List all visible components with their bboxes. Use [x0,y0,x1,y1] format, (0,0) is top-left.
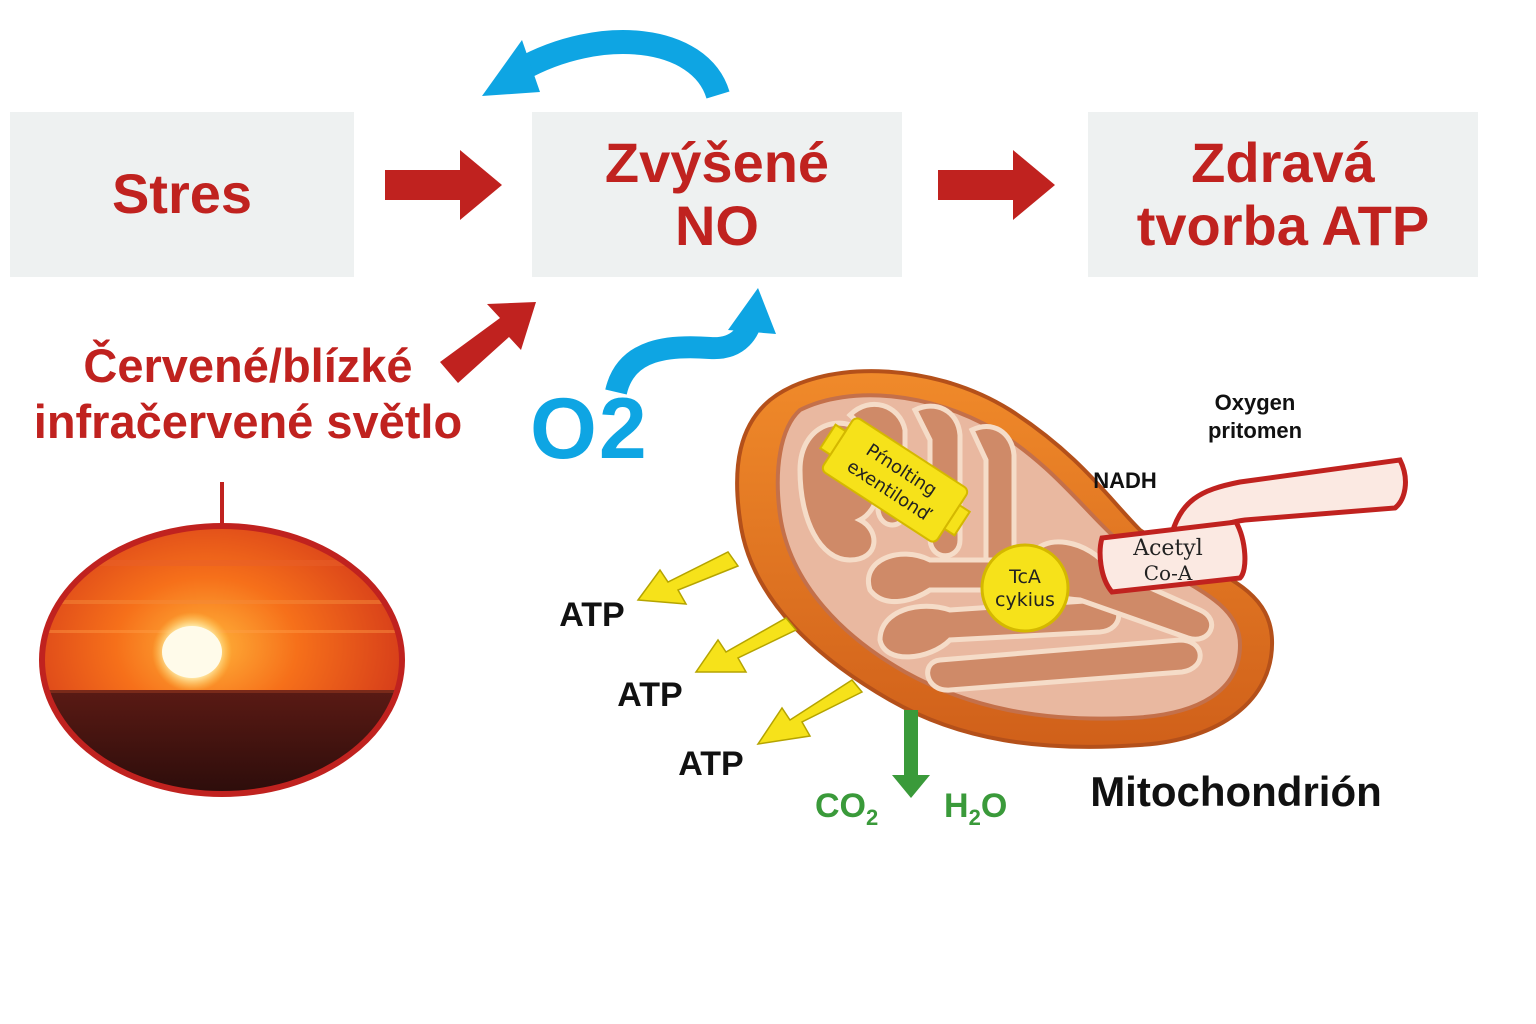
blue-o2-arrow-head [728,288,776,334]
h2o-subscript: 2 [969,805,981,830]
acetyl-box [1097,519,1248,595]
blue-o2-arrow [605,313,763,396]
stress-box: Stres [10,112,354,277]
o2-label: O2 [530,381,649,477]
acetyl-line2: Co-A [1144,561,1193,585]
blue-cycle-arrow [514,30,730,100]
h2o-h: H [944,787,969,825]
elevated-no-box: Zvýšené NO [532,112,902,277]
co2-main: CO [815,787,866,825]
oxygen-line2: pritomen [1208,418,1302,443]
atp-label-2: ATP [617,676,682,714]
red-light-label: Červené/blízké infračervené světlo [8,338,488,451]
arrow-no-to-atp [938,150,1055,220]
mitochondrion-title: Mitochondrión [1090,768,1382,815]
h2o-label: H2O [944,787,1007,830]
co2-label: CO2 [815,787,878,830]
atp-label-3: ATP [678,745,743,783]
healthy-atp-line2: tvorba ATP [1136,193,1430,257]
tca-line2: cykius [995,589,1055,611]
sunset-image [42,526,402,794]
atp-label-1: ATP [559,596,624,634]
healthy-atp-line1: Zdravá [1191,130,1375,194]
red-light-line2: infračervené světlo [33,395,463,449]
red-light-line1: Červené/blízké [83,339,413,392]
healthy-atp-box: Zdravá tvorba ATP [1088,112,1478,277]
atp-arrows [636,551,864,746]
mitochondrion: Pŕnolting exentilonď TcA cykius Acetyl C… [735,369,1408,749]
blue-cycle-arrow-head [482,40,540,96]
oxygen-line1: Oxygen [1215,390,1296,415]
atp-arrow-2 [694,617,798,673]
arrow-light-to-no [440,302,536,383]
arrow-stress-to-no [385,150,502,220]
green-output-arrow [892,710,930,798]
tca-line1: TcA [1008,566,1041,588]
stress-label: Stres [111,162,253,226]
atp-arrow-3 [756,679,864,746]
sun-disc [162,626,222,678]
sunset-frame [39,523,405,797]
tca-cycle-circle [980,543,1070,633]
elevated-no-line2: NO [674,193,759,257]
h2o-o: O [981,787,1007,825]
acetyl-line1: Acetyl [1132,536,1203,561]
nadh-label: NADH [1093,468,1157,493]
elevated-no-line1: Zvýšené [604,130,830,194]
co2-subscript: 2 [866,805,878,830]
atp-arrow-1 [636,551,740,605]
